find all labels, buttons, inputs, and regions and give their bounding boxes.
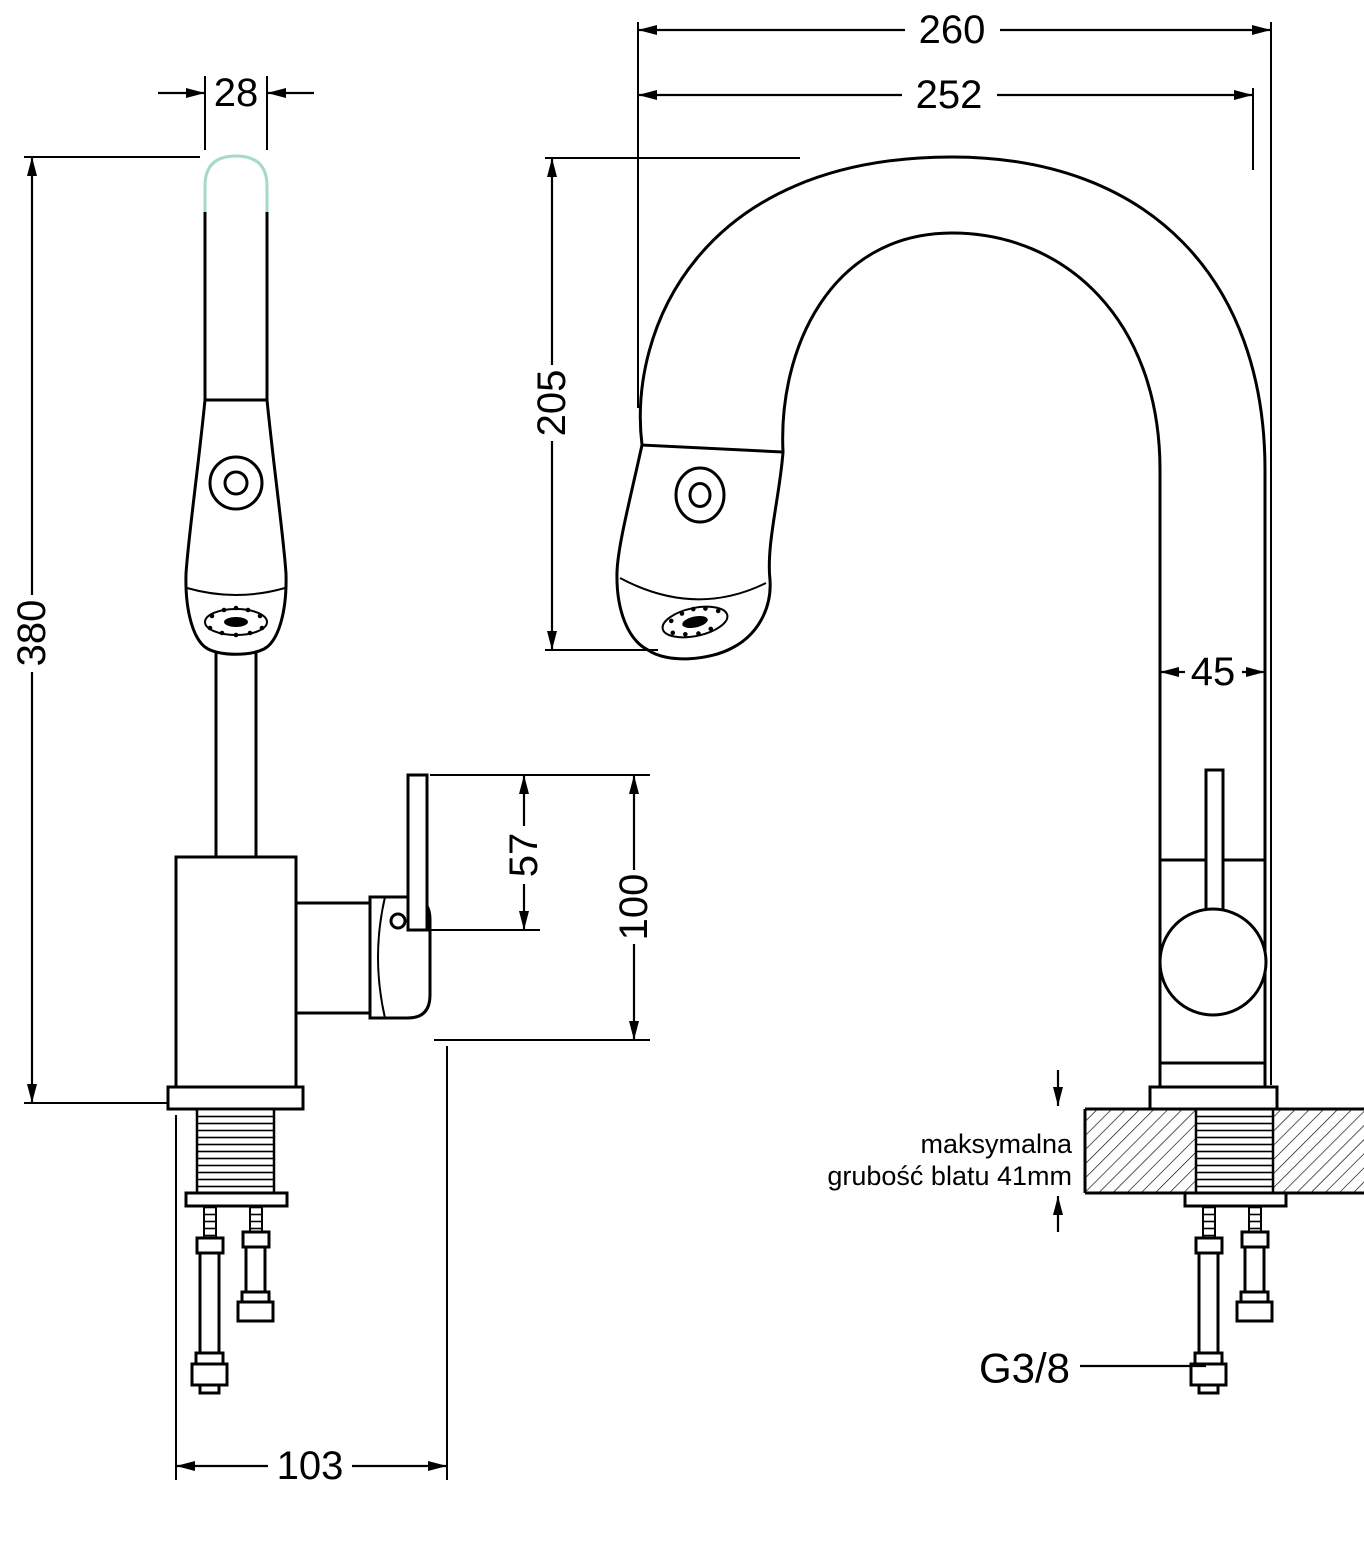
- dim-label-handle-height: 100: [612, 874, 656, 941]
- front-handle-pivot: [389, 912, 407, 930]
- dim-label-spout-width: 28: [214, 71, 259, 115]
- front-handle-lever: [406, 773, 429, 932]
- dim-label-spout-reach: 252: [916, 73, 983, 117]
- dim-base-depth: 103: [175, 1046, 448, 1488]
- dim-lever-height: 57: [430, 774, 650, 931]
- side-handle-lever: [1204, 768, 1225, 922]
- side-gooseneck-spout: [638, 155, 1267, 1087]
- front-view: 28 380 57 100: [10, 71, 656, 1488]
- dim-label-pipe-width: 45: [1191, 650, 1236, 694]
- side-mounting-hardware: [1183, 1191, 1288, 1395]
- dim-spout-reach: 252: [638, 73, 1254, 170]
- dim-pipe-width: 45: [1160, 650, 1265, 694]
- dim-total-depth: 260: [637, 8, 1272, 1085]
- dim-label-overall-height: 380: [10, 600, 54, 667]
- front-handle: [294, 773, 432, 1020]
- front-mounting-hardware: [184, 1191, 289, 1395]
- dim-spout-clearance: 205: [530, 157, 800, 651]
- front-neck-tube: [214, 646, 258, 860]
- front-base-plate: [166, 1085, 305, 1111]
- front-spout-tube: [203, 154, 269, 400]
- side-spray-head: [615, 443, 785, 661]
- side-handle: [1158, 768, 1268, 1017]
- dim-label-total-depth: 260: [919, 8, 986, 52]
- dim-label-base-depth: 103: [277, 1444, 344, 1488]
- side-aerator-face: [661, 605, 729, 639]
- thread-size-label: G3/8: [979, 1345, 1070, 1392]
- dim-label-spout-clearance: 205: [530, 370, 574, 437]
- countertop-note-line2: grubość blatu 41mm: [827, 1161, 1072, 1191]
- dim-overall-height: 380: [10, 156, 200, 1104]
- dim-spout-width: 28: [158, 71, 314, 150]
- front-spout-cap-accent: [203, 154, 269, 212]
- dim-label-lever-height: 57: [502, 833, 546, 878]
- front-spray-head: [184, 398, 288, 656]
- front-faucet-body: [174, 855, 298, 1089]
- side-threaded-shank: [1194, 1107, 1275, 1195]
- dim-handle-height: 100: [434, 775, 656, 1041]
- side-view: maksymalna grubość blatu 41mm G3/8 260 2…: [530, 8, 1364, 1395]
- front-threaded-shank: [195, 1107, 276, 1195]
- side-spray-button: [674, 466, 726, 524]
- side-handle-ball: [1158, 907, 1268, 1017]
- countertop-thickness-note: maksymalna grubość blatu 41mm: [827, 1070, 1073, 1232]
- thread-size-callout: G3/8: [979, 1345, 1206, 1392]
- front-aerator-face: [204, 605, 268, 638]
- countertop-note-line1: maksymalna: [920, 1129, 1073, 1159]
- front-spray-button: [208, 455, 264, 511]
- countertop-section: [1083, 1107, 1364, 1195]
- side-base-plate: [1148, 1085, 1279, 1111]
